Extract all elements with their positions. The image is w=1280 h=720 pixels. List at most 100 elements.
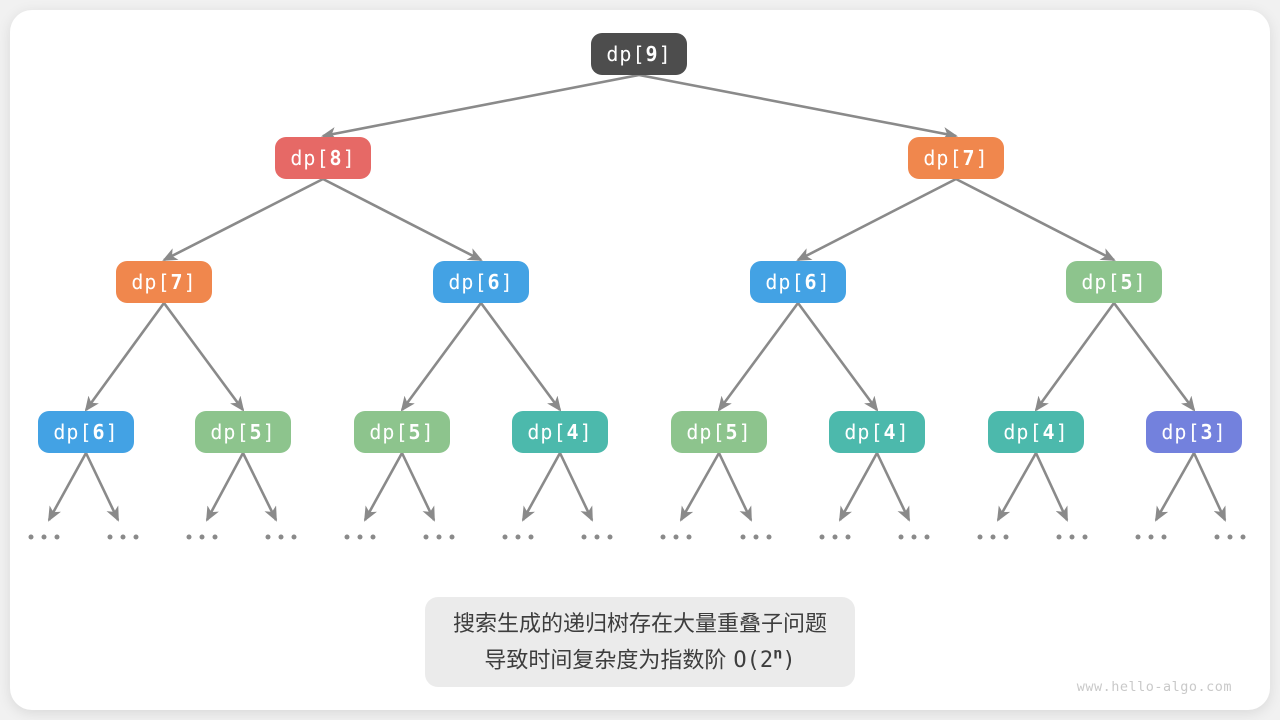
tree-edge — [717, 452, 753, 522]
tree-node-dp9: dp[9] — [591, 33, 687, 75]
dot — [1082, 534, 1088, 540]
dot — [120, 534, 126, 540]
dot — [449, 534, 455, 540]
dot — [819, 534, 825, 540]
dot — [977, 534, 983, 540]
tree-node-dp6l3a: dp[6] — [433, 261, 529, 303]
dot — [1227, 534, 1233, 540]
caption-line2-text: 导致时间复杂度为指数阶 — [484, 647, 727, 673]
dot — [607, 534, 613, 540]
tree-node-dp8: dp[8] — [275, 137, 371, 179]
dot — [753, 534, 759, 540]
dot — [515, 534, 521, 540]
dot — [28, 534, 34, 540]
dot — [1069, 534, 1075, 540]
ellipsis-dots — [28, 534, 60, 540]
tree-edge — [1034, 302, 1116, 412]
dot — [370, 534, 376, 540]
watermark: www.hello-algo.com — [1076, 679, 1232, 695]
dot — [265, 534, 271, 540]
dot — [1056, 534, 1062, 540]
dot — [423, 534, 429, 540]
tree-node-dp4l4b: dp[4] — [829, 411, 925, 453]
dot — [1214, 534, 1220, 540]
dot — [436, 534, 442, 540]
tree-edge — [838, 452, 879, 522]
dot — [357, 534, 363, 540]
tree-edge — [162, 302, 245, 412]
dot — [898, 534, 904, 540]
ellipsis-dots — [819, 534, 851, 540]
ellipsis-dots — [1214, 534, 1246, 540]
tree-edge — [1034, 452, 1069, 522]
tree-edge — [321, 73, 640, 140]
dot — [924, 534, 930, 540]
dot — [594, 534, 600, 540]
tree-node-dp4l4a: dp[4] — [512, 411, 608, 453]
dot — [1148, 534, 1154, 540]
tree-node-dp5l4b: dp[5] — [354, 411, 450, 453]
ellipsis-dots — [107, 534, 139, 540]
ellipsis-dots — [977, 534, 1009, 540]
dot — [502, 534, 508, 540]
tree-node-dp6l3b: dp[6] — [750, 261, 846, 303]
tree-node-dp4l4c: dp[4] — [988, 411, 1084, 453]
tree-edge — [638, 73, 958, 140]
dot — [528, 534, 534, 540]
ellipsis-dots — [740, 534, 772, 540]
tree-edge — [479, 302, 562, 412]
tree-edge — [796, 177, 957, 262]
tree-edge — [47, 452, 88, 522]
tree-edge — [363, 452, 404, 522]
caption-line1: 搜索生成的递归树存在大量重叠子问题 — [452, 611, 828, 636]
dot — [107, 534, 113, 540]
tree-edge — [322, 177, 483, 262]
ellipsis-dots — [265, 534, 297, 540]
tree-edge — [996, 452, 1038, 522]
dot — [1003, 534, 1009, 540]
tree-edge — [162, 177, 324, 262]
tree-edge — [1154, 452, 1196, 522]
tree-edge — [1192, 452, 1227, 522]
complexity-formula: O(2n) — [733, 645, 796, 674]
formula-exponent: n — [773, 645, 783, 663]
dot — [673, 534, 679, 540]
tree-node-dp3l4: dp[3] — [1146, 411, 1242, 453]
ellipsis-dots — [423, 534, 455, 540]
dot — [344, 534, 350, 540]
tree-edge — [717, 302, 800, 412]
ellipsis-dots — [1056, 534, 1088, 540]
dot — [1161, 534, 1167, 540]
diagram-card — [10, 10, 1270, 710]
dot — [766, 534, 772, 540]
dot — [740, 534, 746, 540]
dot — [660, 534, 666, 540]
ellipsis-dots — [344, 534, 376, 540]
tree-edge — [875, 452, 911, 522]
dot — [581, 534, 587, 540]
ellipsis-dots — [898, 534, 930, 540]
dot — [1240, 534, 1246, 540]
tree-edge — [400, 452, 436, 522]
tree-edge — [400, 302, 483, 412]
formula-close: ) — [782, 648, 796, 674]
dot — [212, 534, 218, 540]
tree-node-dp6l4: dp[6] — [38, 411, 134, 453]
ellipsis-dots — [502, 534, 534, 540]
dot — [199, 534, 205, 540]
ellipsis-dots — [660, 534, 692, 540]
dot — [291, 534, 297, 540]
tree-node-dp5l4a: dp[5] — [195, 411, 291, 453]
tree-node-dp7l3: dp[7] — [116, 261, 212, 303]
dot — [186, 534, 192, 540]
tree-edge — [241, 452, 278, 522]
tree-edge — [205, 452, 245, 522]
dot — [845, 534, 851, 540]
dot — [832, 534, 838, 540]
formula-open: O(2 — [733, 648, 774, 674]
ellipsis-dots — [1135, 534, 1167, 540]
tree-node-dp5l3: dp[5] — [1066, 261, 1162, 303]
